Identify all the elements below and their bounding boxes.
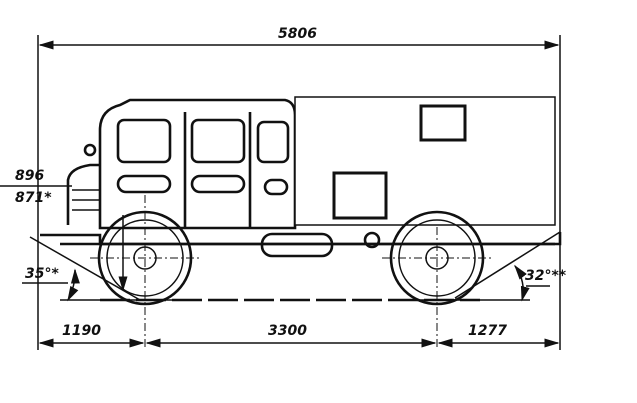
clearance-upper-label: 896: [15, 168, 44, 184]
cargo-box-window-upper: [419, 104, 467, 142]
wheelbase-label: 3300: [268, 323, 307, 339]
cab-window-front: [116, 118, 172, 164]
clearance-lower-label: 871*: [15, 190, 52, 206]
fuel-tank: [260, 232, 334, 258]
cargo-box-window-lower: [332, 171, 388, 220]
front-wheel: [90, 210, 200, 306]
rear-wheel: [382, 210, 492, 306]
rear-overhang-label: 1277: [468, 323, 507, 339]
truck-cab: [66, 98, 297, 230]
cab-window-rear: [190, 118, 246, 164]
overall-length-label: 5806: [278, 26, 317, 42]
extension-lines: [37, 35, 561, 350]
approach-angle-label: 35°*: [25, 266, 59, 282]
front-overhang-label: 1190: [62, 323, 101, 339]
departure-angle-label: 32°**: [525, 268, 567, 284]
